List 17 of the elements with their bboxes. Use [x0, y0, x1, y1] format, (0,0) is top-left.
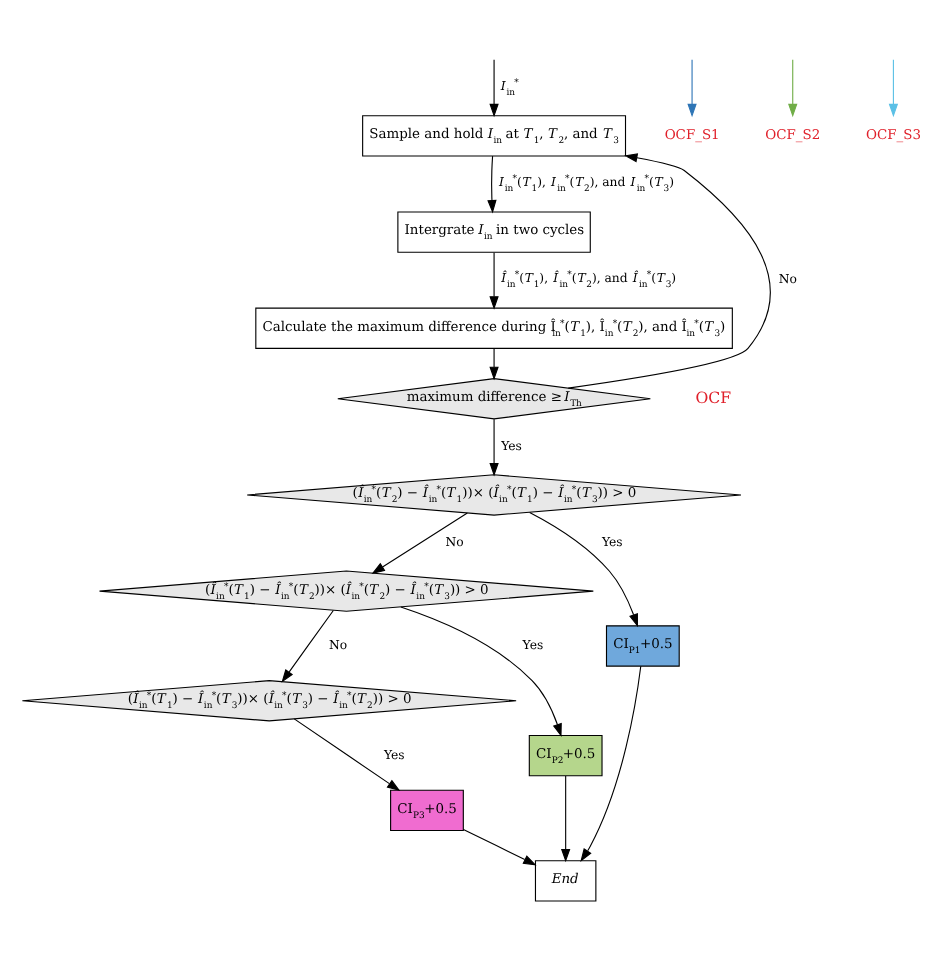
arrow — [370, 511, 467, 574]
arrow — [579, 664, 641, 861]
arrow — [686, 58, 696, 117]
arrow — [787, 58, 797, 117]
arrow — [399, 605, 561, 736]
arrow — [887, 58, 898, 117]
arrow — [488, 417, 498, 476]
arrow — [528, 510, 637, 627]
arrow — [566, 152, 770, 388]
arrow — [488, 58, 498, 117]
arrow — [488, 251, 498, 309]
arrow — [280, 608, 333, 682]
arrow — [559, 774, 570, 862]
arrow — [292, 717, 400, 791]
arrow — [461, 827, 536, 865]
arrow — [486, 154, 496, 213]
arrow — [488, 347, 498, 380]
